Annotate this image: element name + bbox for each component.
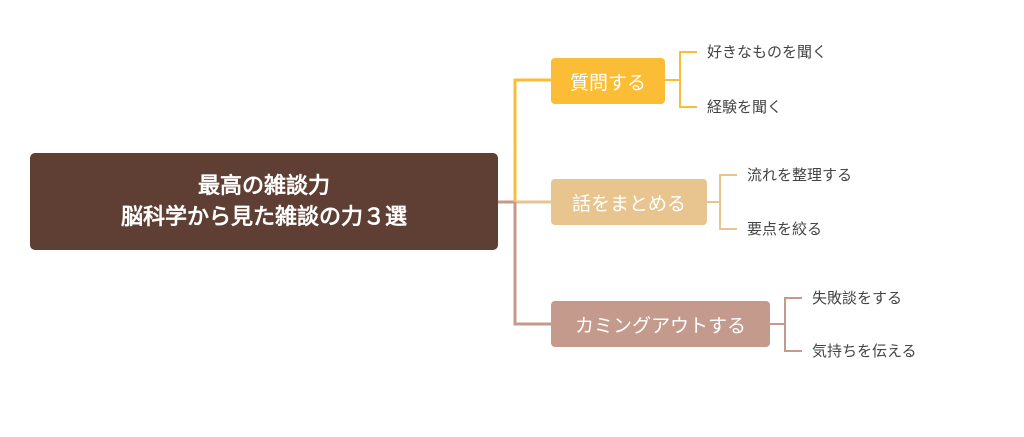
root-title: 最高の雑談力 — [197, 173, 330, 199]
branch-coming-out[interactable]: カミングアウトする — [551, 301, 770, 347]
leaf-topic[interactable]: 流れを整理する — [747, 166, 853, 184]
root-topic[interactable]: 最高の雑談力 脳科学から見た雑談の力３選 — [30, 153, 498, 250]
leaf-topic[interactable]: 好きなものを聞く — [707, 43, 828, 61]
branch-summarize[interactable]: 話をまとめる — [551, 179, 707, 225]
leaf-topic[interactable]: 失敗談をする — [812, 289, 903, 307]
leaf-topic[interactable]: 要点を絞る — [747, 220, 823, 238]
leaf-topic[interactable]: 気持ちを伝える — [812, 342, 917, 360]
branch-question[interactable]: 質問する — [551, 58, 665, 104]
root-subtitle: 脳科学から見た雑談の力３選 — [120, 204, 407, 230]
leaf-topic[interactable]: 経験を聞く — [707, 98, 783, 116]
